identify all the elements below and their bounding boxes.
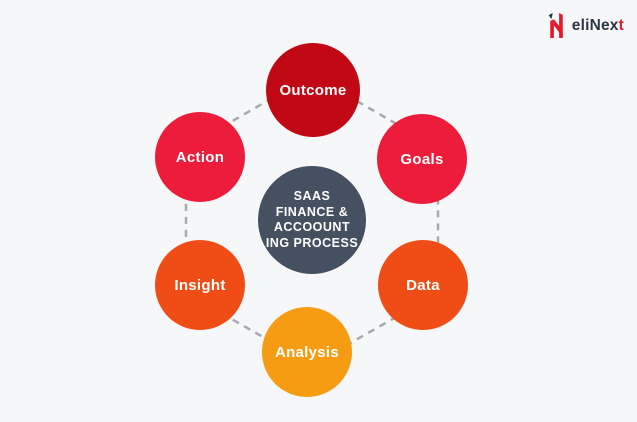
node-outcome-label: Outcome (279, 81, 347, 99)
center-node-title: SAAS FINANCE & ACCOOUNT ING PROCESS (266, 189, 358, 251)
node-action: Action (155, 112, 245, 202)
center-title-line-4: ING PROCESS (265, 235, 359, 250)
node-goals-label: Goals (400, 150, 444, 168)
elinext-logo-n-icon (548, 13, 563, 38)
elinext-logo: eliNext (548, 13, 624, 38)
node-outcome: Outcome (266, 43, 360, 137)
node-analysis: Analysis (262, 307, 352, 397)
center-title-line-3: ACCOOUNT (273, 220, 351, 234)
elinext-wordmark-main: eliNex (571, 16, 619, 34)
node-action-label: Action (175, 148, 225, 166)
elinext-logo-wordmark: eliNext (572, 17, 624, 35)
center-node: SAAS FINANCE & ACCOOUNT ING PROCESS (258, 166, 366, 274)
node-insight-label: Insight (174, 276, 226, 294)
node-insight: Insight (155, 240, 245, 330)
elinext-wordmark-accent: t (618, 16, 624, 34)
node-analysis-label: Analysis (274, 343, 340, 361)
node-data: Data (378, 240, 468, 330)
center-title-line-2: FINANCE & (275, 204, 349, 219)
node-goals: Goals (377, 114, 467, 204)
node-data-label: Data (406, 276, 440, 294)
center-title-line-1: SAAS (293, 189, 331, 203)
